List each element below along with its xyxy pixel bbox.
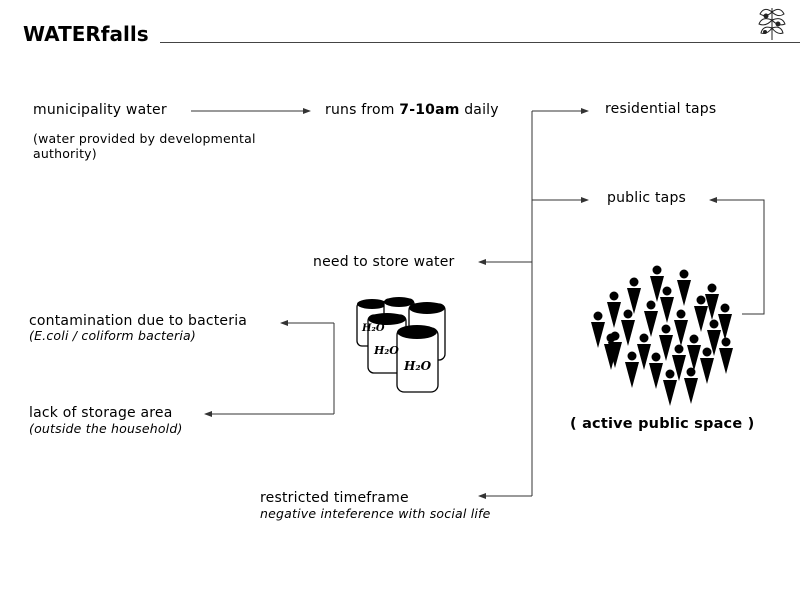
residential-taps-label: residential taps: [605, 101, 717, 117]
source-note-line2: authority): [33, 146, 97, 161]
people-crowd-icon: [591, 265, 733, 406]
person-figure: [659, 324, 673, 361]
storage-label: lack of storage area: [29, 405, 173, 421]
container-front: [396, 325, 439, 393]
person-figure: [677, 269, 691, 306]
timeframe-label: restricted timeframe: [260, 490, 409, 506]
timeframe-note: negative inteference with social life: [260, 506, 491, 521]
person-figure: [705, 283, 719, 320]
container-label-front: H₂O: [403, 359, 432, 373]
person-figure: [672, 344, 686, 381]
contamination-label: contamination due to bacteria: [29, 313, 248, 329]
person-figure: [684, 367, 698, 404]
person-figure: [707, 319, 721, 356]
store-water-label: need to store water: [313, 254, 455, 270]
storage-note: (outside the household): [29, 421, 183, 436]
person-figure: [649, 352, 663, 389]
person-figure: [718, 303, 732, 340]
person-figure: [650, 265, 664, 302]
container-label-middle: H₂O: [373, 344, 399, 357]
schedule-prefix: runs from: [325, 102, 400, 118]
contamination-note: (E.coli / coliform bacteria): [29, 328, 196, 343]
person-figure: [700, 347, 714, 384]
person-figure: [674, 309, 688, 346]
source-note-line1: (water provided by developmental: [33, 131, 256, 146]
tree-icon: [758, 8, 786, 40]
person-figure: [627, 277, 641, 314]
public-taps-label: public taps: [607, 190, 687, 206]
water-container-icon: [356, 297, 446, 393]
source-label: municipality water: [33, 102, 167, 118]
person-figure: [621, 309, 635, 346]
person-figure: [604, 333, 618, 370]
schedule-label: runs from 7-10am daily: [325, 102, 499, 118]
public-space-label: ( active public space ): [570, 416, 755, 432]
person-figure: [719, 337, 733, 374]
person-figure: [694, 295, 708, 332]
schedule-time: 7-10am: [399, 102, 460, 118]
person-figure: [607, 291, 621, 328]
container-label-back: H₂O: [361, 323, 385, 334]
connectors: [191, 108, 765, 499]
schedule-suffix: daily: [459, 102, 499, 118]
person-figure: [660, 286, 674, 323]
person-figure: [591, 311, 605, 348]
person-figure: [644, 300, 658, 337]
person-figure: [663, 369, 677, 406]
person-figure: [687, 334, 701, 371]
person-figure: [637, 333, 651, 370]
title-rule: [160, 42, 800, 43]
person-figure: [625, 351, 639, 388]
page-title: WATERfalls: [23, 22, 149, 46]
arrow-crowd-to-public: [709, 197, 765, 315]
